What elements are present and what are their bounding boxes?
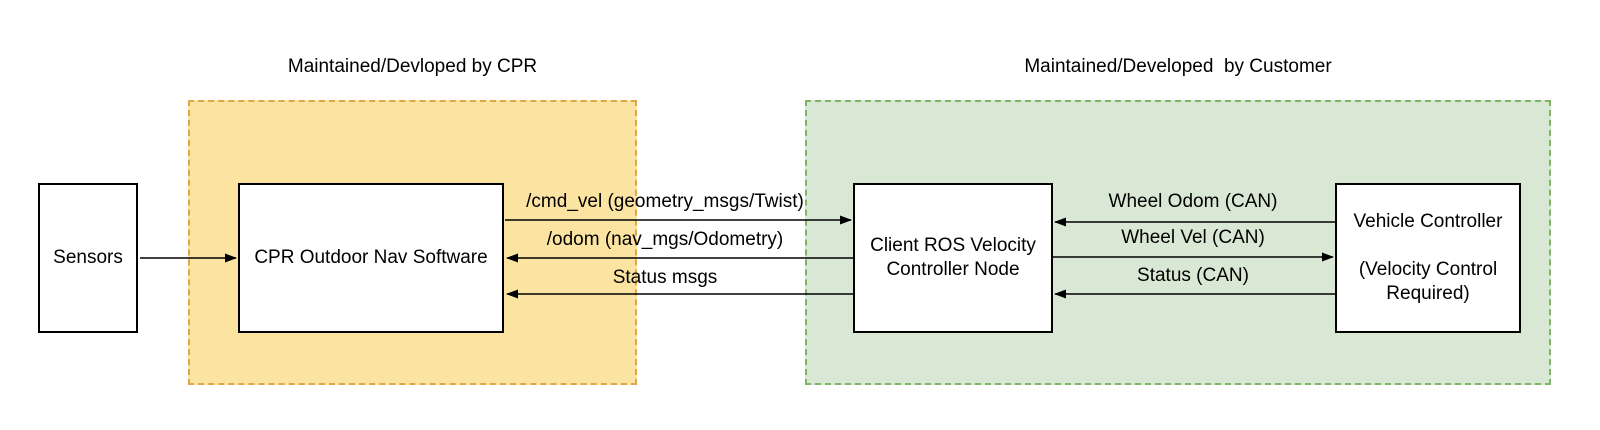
cpr-region-title: Maintained/Devloped by CPR — [287, 56, 538, 77]
node-cpr-nav-label: CPR Outdoor Nav Software — [254, 247, 488, 268]
edge-status-can-label: Status (CAN) — [1137, 265, 1249, 286]
node-vehicle-label-line3: Required) — [1386, 283, 1470, 304]
node-vehicle-label-line1: Vehicle Controller — [1353, 211, 1503, 232]
node-client-label-line1: Client ROS Velocity — [870, 235, 1036, 256]
customer-region-title: Maintained/Developed by Customer — [1024, 56, 1332, 77]
edge-wheel-vel-label: Wheel Vel (CAN) — [1121, 227, 1265, 248]
node-vehicle-label-line2: (Velocity Control — [1358, 259, 1498, 280]
node-vehicle-controller: Vehicle Controller (Velocity Control Req… — [1335, 183, 1521, 333]
edge-cmd-vel-label: /cmd_vel (geometry_msgs/Twist) — [526, 191, 804, 212]
node-sensors-label: Sensors — [53, 247, 123, 268]
edge-status-msgs-label: Status msgs — [612, 267, 718, 288]
node-sensors: Sensors — [38, 183, 138, 333]
node-client-label-line2: Controller Node — [886, 259, 1020, 280]
node-cpr-outdoor-nav-software: CPR Outdoor Nav Software — [238, 183, 504, 333]
node-client-ros-velocity-controller: Client ROS Velocity Controller Node — [853, 183, 1053, 333]
edge-odom-label: /odom (nav_mgs/Odometry) — [546, 229, 784, 250]
edge-wheel-odom-label: Wheel Odom (CAN) — [1108, 191, 1278, 212]
